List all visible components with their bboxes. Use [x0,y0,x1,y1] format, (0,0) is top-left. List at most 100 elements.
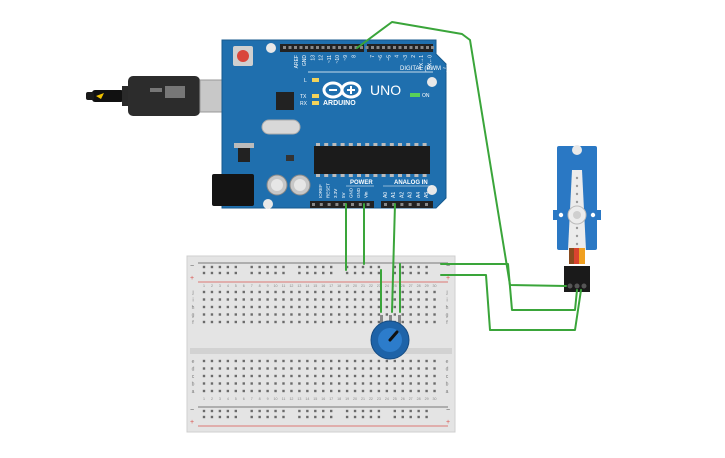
breadboard-hole[interactable] [345,374,349,378]
breadboard-hole[interactable] [226,409,230,413]
header-hole[interactable] [426,46,429,49]
breadboard-hole[interactable] [433,298,436,301]
breadboard-hole[interactable] [282,374,285,378]
breadboard-hole[interactable] [417,271,420,275]
breadboard-hole[interactable] [322,290,325,294]
breadboard-hole[interactable] [409,359,412,363]
breadboard-hole[interactable] [433,313,436,316]
breadboard-hole[interactable] [385,374,389,378]
breadboard-hole[interactable] [242,389,245,393]
breadboard-hole[interactable] [409,265,412,269]
breadboard-hole[interactable] [393,382,396,385]
breadboard-hole[interactable] [409,290,412,294]
breadboard-hole[interactable] [274,382,277,385]
breadboard-hole[interactable] [266,313,269,316]
breadboard-hole[interactable] [258,290,261,294]
breadboard-hole[interactable] [330,313,333,316]
header-hole[interactable] [404,46,407,49]
breadboard-hole[interactable] [282,409,285,413]
breadboard-hole[interactable] [409,389,412,393]
breadboard-hole[interactable] [210,305,214,309]
breadboard-hole[interactable] [314,313,317,316]
header-hole[interactable] [366,203,370,206]
header-hole[interactable] [349,46,352,49]
header-hole[interactable] [376,46,380,49]
breadboard-hole[interactable] [266,265,269,269]
breadboard-hole[interactable] [401,320,404,324]
breadboard-hole[interactable] [330,298,333,301]
breadboard-hole[interactable] [218,320,222,324]
breadboard-hole[interactable] [369,271,373,275]
breadboard-hole[interactable] [337,313,341,316]
breadboard-hole[interactable] [377,409,381,413]
breadboard-hole[interactable] [242,374,245,378]
breadboard-hole[interactable] [409,382,412,385]
breadboard-hole[interactable] [266,305,269,309]
breadboard-hole[interactable] [210,359,214,363]
breadboard-hole[interactable] [218,265,222,269]
breadboard-hole[interactable] [282,389,285,393]
breadboard-hole[interactable] [337,367,341,370]
breadboard-hole[interactable] [250,382,253,385]
breadboard-hole[interactable] [433,374,436,378]
breadboard-hole[interactable] [322,305,325,309]
breadboard-hole[interactable] [425,265,428,269]
breadboard-hole[interactable] [417,298,420,301]
breadboard-hole[interactable] [345,320,349,324]
breadboard-hole[interactable] [218,271,222,275]
breadboard-hole[interactable] [425,382,428,385]
breadboard-hole[interactable] [353,298,357,301]
breadboard-hole[interactable] [393,367,396,370]
breadboard-hole[interactable] [306,320,309,324]
breadboard-hole[interactable] [290,313,293,316]
breadboard-hole[interactable] [266,271,269,275]
breadboard-hole[interactable] [401,389,404,393]
breadboard-hole[interactable] [417,382,420,385]
breadboard-hole[interactable] [361,320,365,324]
breadboard-hole[interactable] [218,359,222,363]
breadboard-hole[interactable] [361,290,365,294]
header-hole[interactable] [358,203,362,206]
breadboard-hole[interactable] [274,298,277,301]
breadboard-hole[interactable] [377,313,381,316]
breadboard-hole[interactable] [369,305,373,309]
breadboard-hole[interactable] [361,415,365,419]
breadboard-hole[interactable] [393,415,396,419]
breadboard-hole[interactable] [369,367,373,370]
breadboard-hole[interactable] [218,367,222,370]
breadboard-hole[interactable] [274,290,277,294]
breadboard-hole[interactable] [234,389,237,393]
breadboard-hole[interactable] [377,271,381,275]
breadboard-hole[interactable] [226,359,230,363]
breadboard-hole[interactable] [337,382,341,385]
breadboard-hole[interactable] [242,305,245,309]
breadboard-hole[interactable] [218,313,222,316]
breadboard-hole[interactable] [417,415,420,419]
breadboard-hole[interactable] [425,374,428,378]
breadboard-hole[interactable] [322,359,325,363]
breadboard-hole[interactable] [361,374,365,378]
breadboard-hole[interactable] [401,359,404,363]
breadboard-hole[interactable] [353,409,357,413]
header-hole[interactable] [365,46,369,49]
wire-servo-signal[interactable] [356,21,567,287]
breadboard-hole[interactable] [322,320,325,324]
servo-motor[interactable] [553,145,601,292]
breadboard-hole[interactable] [314,271,317,275]
breadboard-hole[interactable] [282,290,285,294]
breadboard-hole[interactable] [425,305,428,309]
breadboard-hole[interactable] [361,265,365,269]
breadboard-hole[interactable] [290,359,293,363]
breadboard-hole[interactable] [377,320,381,324]
breadboard-hole[interactable] [385,298,389,301]
breadboard-hole[interactable] [258,382,261,385]
breadboard-hole[interactable] [226,389,230,393]
breadboard-hole[interactable] [377,367,381,370]
breadboard-hole[interactable] [274,305,277,309]
breadboard-hole[interactable] [425,298,428,301]
breadboard-hole[interactable] [234,271,237,275]
breadboard-hole[interactable] [401,367,404,370]
breadboard-hole[interactable] [369,415,373,419]
breadboard-hole[interactable] [369,320,373,324]
header-hole[interactable] [425,203,428,206]
